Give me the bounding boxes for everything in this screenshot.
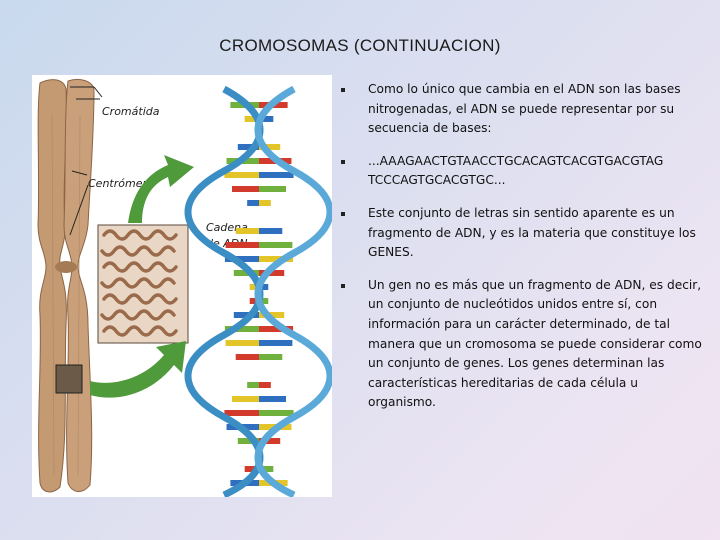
- bullet-item: ...AAAGAACTGTAACCTGCACAGTCACGTGACGTAG TC…: [338, 152, 703, 191]
- base-pair-right: [259, 298, 269, 304]
- bullet-item: Este conjunto de letras sin sentido apar…: [338, 204, 703, 263]
- base-pair-right: [259, 200, 271, 206]
- base-pair-right: [259, 354, 283, 360]
- chromosome: [37, 78, 95, 493]
- base-pair-left: [237, 438, 259, 444]
- base-pair-right: [259, 116, 274, 122]
- label-chromatid: Cromátida: [102, 105, 160, 118]
- bullet-item: Un gen no es más que un fragmento de ADN…: [338, 276, 703, 413]
- base-pair-right: [259, 438, 281, 444]
- base-pair-right: [259, 410, 294, 416]
- centromere: [55, 261, 77, 273]
- dna-helix: [184, 85, 332, 497]
- label-centromere: Centrómero: [88, 177, 154, 190]
- base-pair-right: [259, 326, 294, 332]
- base-pair-right: [259, 396, 287, 402]
- zoom-box-small: [55, 364, 83, 394]
- base-pair-left: [247, 382, 259, 388]
- base-pair-left: [244, 116, 259, 122]
- base-pair-right: [259, 284, 269, 290]
- base-pair-right: [259, 186, 287, 192]
- base-pair-right: [259, 144, 281, 150]
- base-pair-left: [244, 466, 259, 472]
- bullet-item: Como lo único que cambia en el ADN son l…: [338, 80, 703, 139]
- arrows: [90, 155, 194, 398]
- base-pair-left: [231, 186, 259, 192]
- dna-strand-right: [254, 85, 332, 497]
- chromosome-dna-illustration: Cromátida Centrómero Cadena de ADN: [32, 75, 332, 497]
- bullet-text: Este conjunto de letras sin sentido apar…: [368, 205, 696, 260]
- base-pair-left: [224, 172, 259, 178]
- arrow-down-icon: [90, 341, 186, 398]
- arrow-up-icon: [128, 155, 194, 223]
- base-pair-left: [235, 228, 259, 234]
- base-pair-left: [231, 396, 259, 402]
- base-pair-left: [225, 340, 259, 346]
- bullet-marker-icon: [341, 88, 345, 92]
- slide-title: CROMOSOMAS (CONTINUACION): [219, 36, 501, 55]
- base-pair-right: [259, 466, 274, 472]
- base-pair-right: [259, 228, 283, 234]
- bullet-text: ...AAAGAACTGTAACCTGCACAGTCACGTGACGTAG TC…: [368, 153, 664, 188]
- base-pair-left: [224, 410, 259, 416]
- bullet-text: Un gen no es más que un fragmento de ADN…: [368, 277, 702, 410]
- bullet-marker-icon: [341, 159, 345, 164]
- base-pair-right: [259, 340, 293, 346]
- bullet-list: Como lo único que cambia en el ADN son l…: [338, 80, 703, 426]
- bullet-marker-icon: [341, 283, 345, 288]
- bullet-marker-icon: [341, 211, 345, 216]
- base-pair-left: [247, 200, 259, 206]
- chromatin-block: [97, 224, 189, 344]
- base-pair-right: [259, 256, 294, 262]
- base-pair-right: [259, 172, 294, 178]
- base-pair-left: [249, 284, 259, 290]
- illustration-svg: Cromátida Centrómero Cadena de ADN: [37, 78, 332, 497]
- dna-strand-left: [184, 85, 264, 497]
- base-pair-left: [235, 354, 259, 360]
- base-pair-left: [224, 326, 259, 332]
- base-pair-left: [225, 242, 259, 248]
- base-pair-left: [249, 298, 259, 304]
- bullet-text: Como lo único que cambia en el ADN son l…: [368, 82, 681, 136]
- base-pair-right: [259, 242, 293, 248]
- base-pair-left: [224, 256, 259, 262]
- base-pair-right: [259, 382, 271, 388]
- base-pair-left: [237, 144, 259, 150]
